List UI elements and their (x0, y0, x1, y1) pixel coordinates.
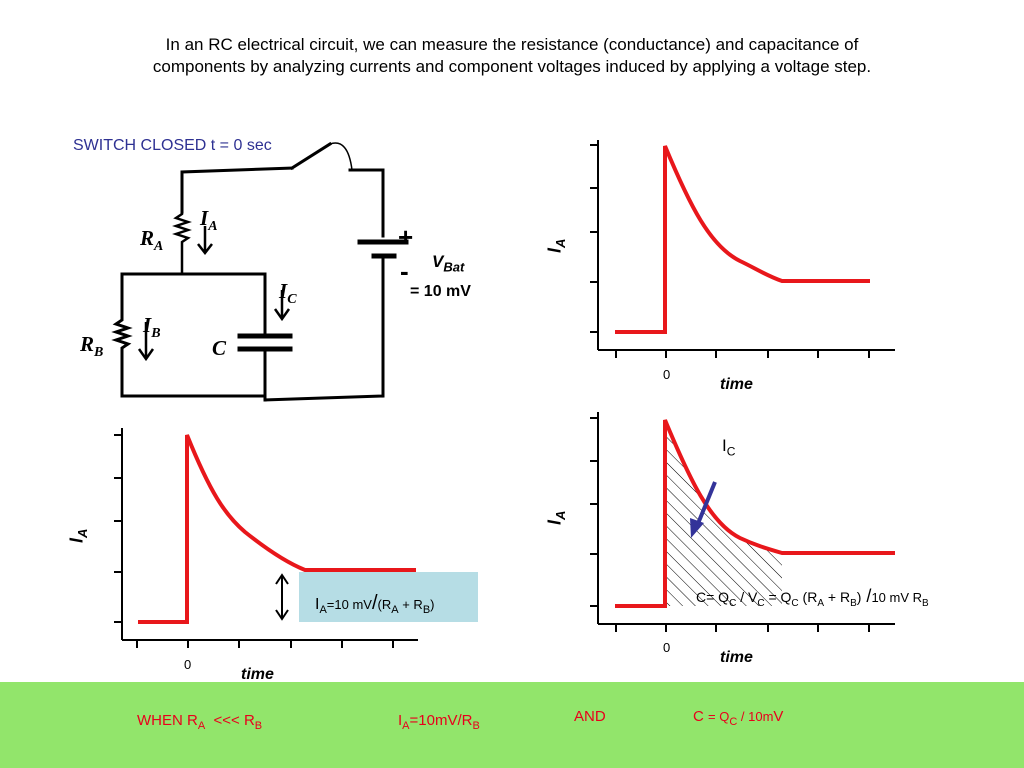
graph-top-zero-tick: 0 (663, 367, 671, 382)
resistor-rb (111, 311, 267, 398)
graph-br-curve (615, 419, 895, 608)
intro-text: In an RC electrical circuit, we can meas… (152, 35, 872, 76)
ic-annotation-label: IC (722, 436, 736, 459)
graph-br-ylabel: IA (544, 510, 568, 525)
label-rb: RB (80, 332, 104, 361)
arrow-ia (197, 226, 213, 256)
footer-c-equation: C = QC / 10mV (693, 708, 784, 728)
graph-bl-double-arrow (275, 573, 289, 621)
resistor-ra (172, 210, 192, 276)
footer-ia-equation: IA=10mV/RB (398, 712, 480, 732)
switch-caption: SWITCH CLOSED t = 0 sec (73, 137, 272, 154)
graph-bottom-left (114, 428, 418, 648)
graph-top-ylabel: IA (544, 238, 568, 253)
graph-bl-ylabel: IA (66, 528, 90, 543)
footer-band: WHEN RA <<< RB IA=10mV/RB AND C = QC / 1… (0, 682, 1024, 768)
circuit (111, 141, 409, 402)
ia-formula: IA=10 mV/(RA + RB) (315, 592, 435, 617)
battery-minus-sign: - (400, 256, 409, 286)
label-capacitor: C (212, 336, 227, 360)
vbat-value: = 10 mV (410, 283, 471, 300)
label-ic: IC (279, 279, 297, 308)
graph-top (590, 140, 895, 358)
label-ra: RA (140, 226, 164, 255)
switch-blade (289, 141, 333, 171)
wire-right-down (263, 258, 385, 402)
label-vbat: VBat (432, 252, 465, 275)
battery-plus-sign: + (398, 222, 414, 252)
wire-top-left (180, 166, 294, 214)
graph-br-xlabel: time (720, 649, 753, 666)
footer-when-condition: WHEN RA <<< RB (137, 712, 263, 732)
current-arrows (137, 226, 291, 362)
ia-formula-box: IA=10 mV/(RA + RB) (299, 572, 478, 622)
arrow-ic (273, 290, 291, 322)
graph-bl-curve (138, 434, 416, 624)
label-ib: IB (143, 313, 161, 342)
wire-top-right (348, 168, 385, 238)
label-ia: IA (200, 206, 218, 235)
c-formula: C= QC / VC = QC (RA + RB) /10 mV RB (696, 586, 929, 609)
wire-mid (120, 272, 267, 334)
ic-pointer-arrowhead (690, 518, 704, 538)
arrow-ib (137, 322, 155, 362)
footer-and: AND (574, 708, 606, 725)
graph-top-xlabel: time (720, 376, 753, 393)
graph-top-curve (615, 145, 870, 334)
ic-pointer-arrow (695, 481, 717, 527)
graph-bl-zero-tick: 0 (184, 657, 192, 672)
switch-contact-arc (329, 142, 353, 171)
graph-br-zero-tick: 0 (663, 640, 671, 655)
graph-bl-xlabel: time (241, 666, 274, 683)
